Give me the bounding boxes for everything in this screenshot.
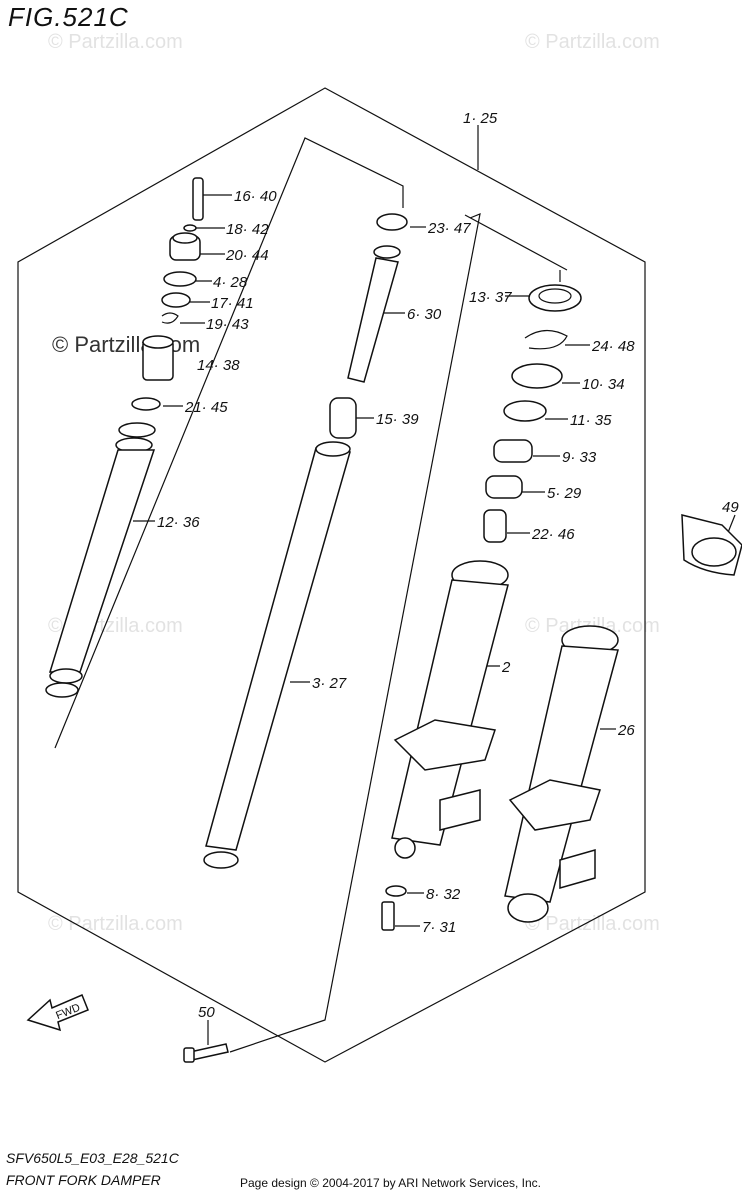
- callout-label: 17· 41: [211, 295, 254, 312]
- callout-label: 11· 35: [570, 412, 612, 429]
- callout-label: 23· 47: [427, 220, 471, 237]
- callout-label: 3· 27: [312, 675, 347, 692]
- callout-labels: 1· 25 16· 40 18· 42 20· 44 4· 28 17· 41 …: [157, 110, 739, 1021]
- credit-text: Page design © 2004-2017 by ARI Network S…: [240, 1176, 542, 1190]
- callout-label: 9· 33: [562, 449, 597, 466]
- parts: [45, 177, 742, 1063]
- callout-label: 24· 48: [591, 338, 635, 355]
- watermark: © Partzilla.com: [525, 31, 660, 53]
- callout-label: 22· 46: [531, 526, 575, 543]
- watermarks: © Partzilla.com © Partzilla.com © Partzi…: [48, 31, 660, 935]
- callout-label: 6· 30: [407, 306, 442, 323]
- callout-label: 12· 36: [157, 514, 200, 531]
- fwd-arrow: FWD: [26, 994, 89, 1032]
- assembly-outline: [17, 87, 646, 1063]
- callout-label: 19· 43: [206, 316, 249, 333]
- callout-label: 21· 45: [184, 399, 228, 416]
- callout-label: 8· 32: [426, 886, 461, 903]
- callout-label: 10· 34: [582, 376, 625, 393]
- model-code: SFV650L5_E03_E28_521C: [6, 1150, 179, 1166]
- watermark: © Partzilla.com: [525, 913, 660, 935]
- watermark: © Partzilla.com: [48, 913, 183, 935]
- watermark: © Partzilla.com: [48, 31, 183, 53]
- callout-label: 5· 29: [547, 485, 582, 502]
- callout-label: 49: [722, 499, 739, 516]
- callout-label: 4· 28: [213, 274, 248, 291]
- callout-label: 26: [617, 722, 635, 739]
- callout-label: 20· 44: [225, 247, 269, 264]
- callout-label: 13· 37: [469, 289, 512, 306]
- diagram-name: FRONT FORK DAMPER: [6, 1172, 161, 1188]
- callout-label: 16· 40: [234, 188, 277, 205]
- callout-label: 18· 42: [226, 221, 269, 238]
- figure-title: FIG.521C: [8, 2, 129, 32]
- callout-label: 15· 39: [376, 411, 419, 428]
- callout-label: 2: [501, 659, 511, 676]
- callout-label: 50: [198, 1004, 215, 1021]
- callout-label: 7· 31: [422, 919, 456, 936]
- callout-label: 14· 38: [197, 357, 240, 374]
- leader-lines: [54, 125, 736, 1053]
- callout-label: 1· 25: [463, 110, 498, 127]
- watermark: © Partzilla.com: [52, 332, 200, 357]
